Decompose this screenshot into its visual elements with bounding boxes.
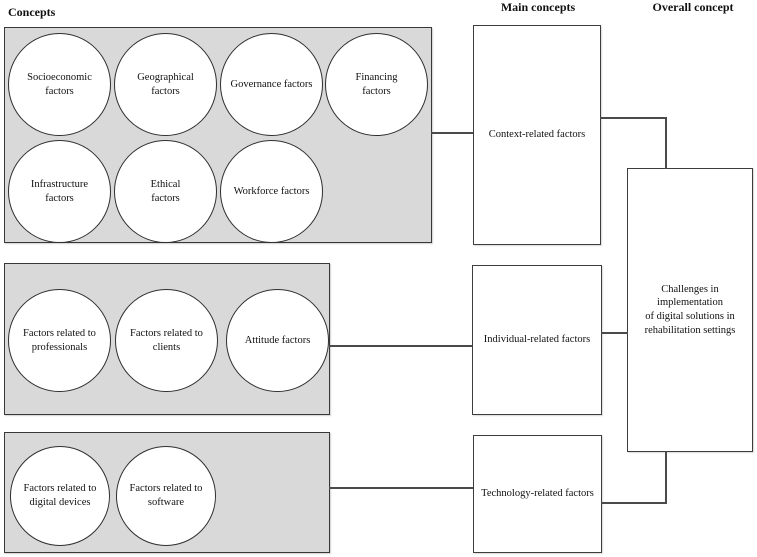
concept-circle-geographical-factors: Geographical factors: [114, 33, 217, 136]
main-concept-box-context: Context-related factors: [473, 25, 601, 245]
concept-circle-label: Factors related to digital devices: [23, 483, 97, 508]
connector-technology-to-overall-vertical: [665, 451, 667, 503]
main-concept-label: Individual-related factors: [483, 334, 591, 346]
connector-context-group-to-box: [431, 132, 473, 134]
concept-circle-label: Geographical factors: [137, 71, 194, 97]
main-concept-label: Technology-related factors: [481, 488, 594, 500]
concept-circle-governance-factors: Governance factors: [220, 33, 323, 136]
main-concept-box-individual: Individual-related factors: [472, 265, 602, 415]
concept-circle-attitude-factors: Attitude factors: [226, 289, 329, 392]
overall-concept-label: Challenges in implementation of digital …: [644, 283, 736, 336]
concepts-column-header: Concepts: [8, 5, 56, 19]
concept-circle-label: Factors related to professionals: [23, 327, 96, 353]
concept-circle-label: Ethical factors: [150, 178, 181, 204]
main-concept-box-technology: Technology-related factors: [473, 435, 602, 553]
concept-circle-label: Attitude factors: [244, 334, 311, 346]
concept-circle-label: Factors related to clients: [130, 327, 203, 353]
main-concept-label: Context-related factors: [488, 129, 586, 141]
connector-context-to-overall-horizontal: [600, 117, 666, 119]
concept-circle-label: Governance factors: [230, 78, 313, 90]
concept-circle-factors-related-to-digital-devices: Factors related to digital devices: [10, 446, 110, 546]
concept-circle-workforce-factors: Workforce factors: [220, 140, 323, 243]
concept-circle-financing-factors: Financing factors: [325, 33, 428, 136]
overall-concept-box: Challenges in implementation of digital …: [627, 168, 753, 452]
concept-circle-factors-related-to-professionals: Factors related to professionals: [8, 289, 111, 392]
connector-technology-group-to-box: [329, 487, 473, 489]
connector-context-to-overall-vertical: [665, 117, 667, 169]
main-concepts-column-header: Main concepts: [500, 0, 576, 14]
concept-circle-label: Financing factors: [355, 71, 398, 97]
connector-technology-to-overall-horizontal: [601, 502, 667, 504]
concept-circle-label: Factors related to software: [129, 483, 203, 508]
concept-circle-infrastructure-factors: Infrastructure factors: [8, 140, 111, 243]
concept-circle-ethical-factors: Ethical factors: [114, 140, 217, 243]
concept-circle-label: Workforce factors: [233, 185, 310, 197]
connector-individual-group-to-box: [329, 345, 472, 347]
concept-circle-factors-related-to-software: Factors related to software: [116, 446, 216, 546]
overall-concept-column-header: Overall concept: [652, 0, 734, 14]
concept-circle-factors-related-to-clients: Factors related to clients: [115, 289, 218, 392]
concept-circle-label: Socioeconomic factors: [27, 71, 92, 97]
concept-circle-socioeconomic-factors: Socioeconomic factors: [8, 33, 111, 136]
concept-circle-label: Infrastructure factors: [30, 178, 89, 204]
connector-individual-to-overall: [601, 332, 628, 334]
